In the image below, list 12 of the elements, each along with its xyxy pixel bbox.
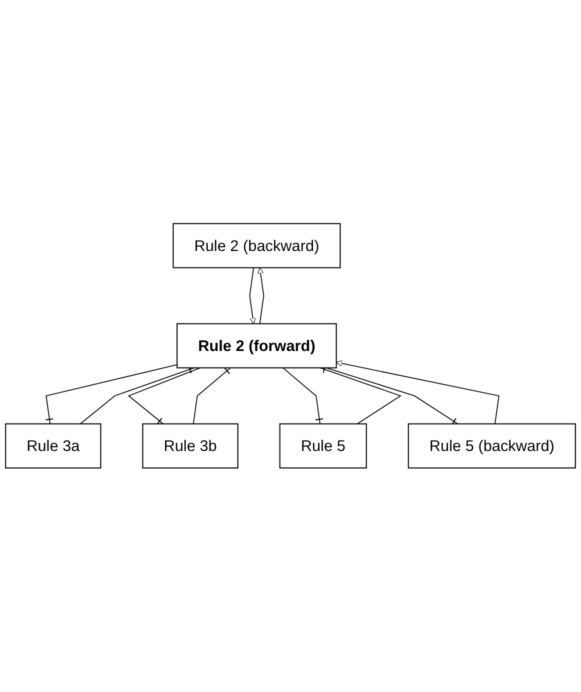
node-box: Rule 5	[279, 424, 367, 469]
node-box: Rule 3b	[142, 424, 238, 469]
node-box: Rule 2 (backward)	[172, 223, 341, 268]
connector	[282, 368, 324, 425]
connector	[44, 364, 178, 425]
arrow	[336, 360, 500, 425]
arrow	[249, 267, 256, 324]
node-box: Rule 3a	[5, 424, 102, 469]
node-box: Rule 5 (backward)	[408, 424, 576, 469]
node-box: Rule 2 (forward)	[176, 323, 337, 369]
arrow	[258, 268, 264, 324]
connector	[192, 368, 231, 425]
